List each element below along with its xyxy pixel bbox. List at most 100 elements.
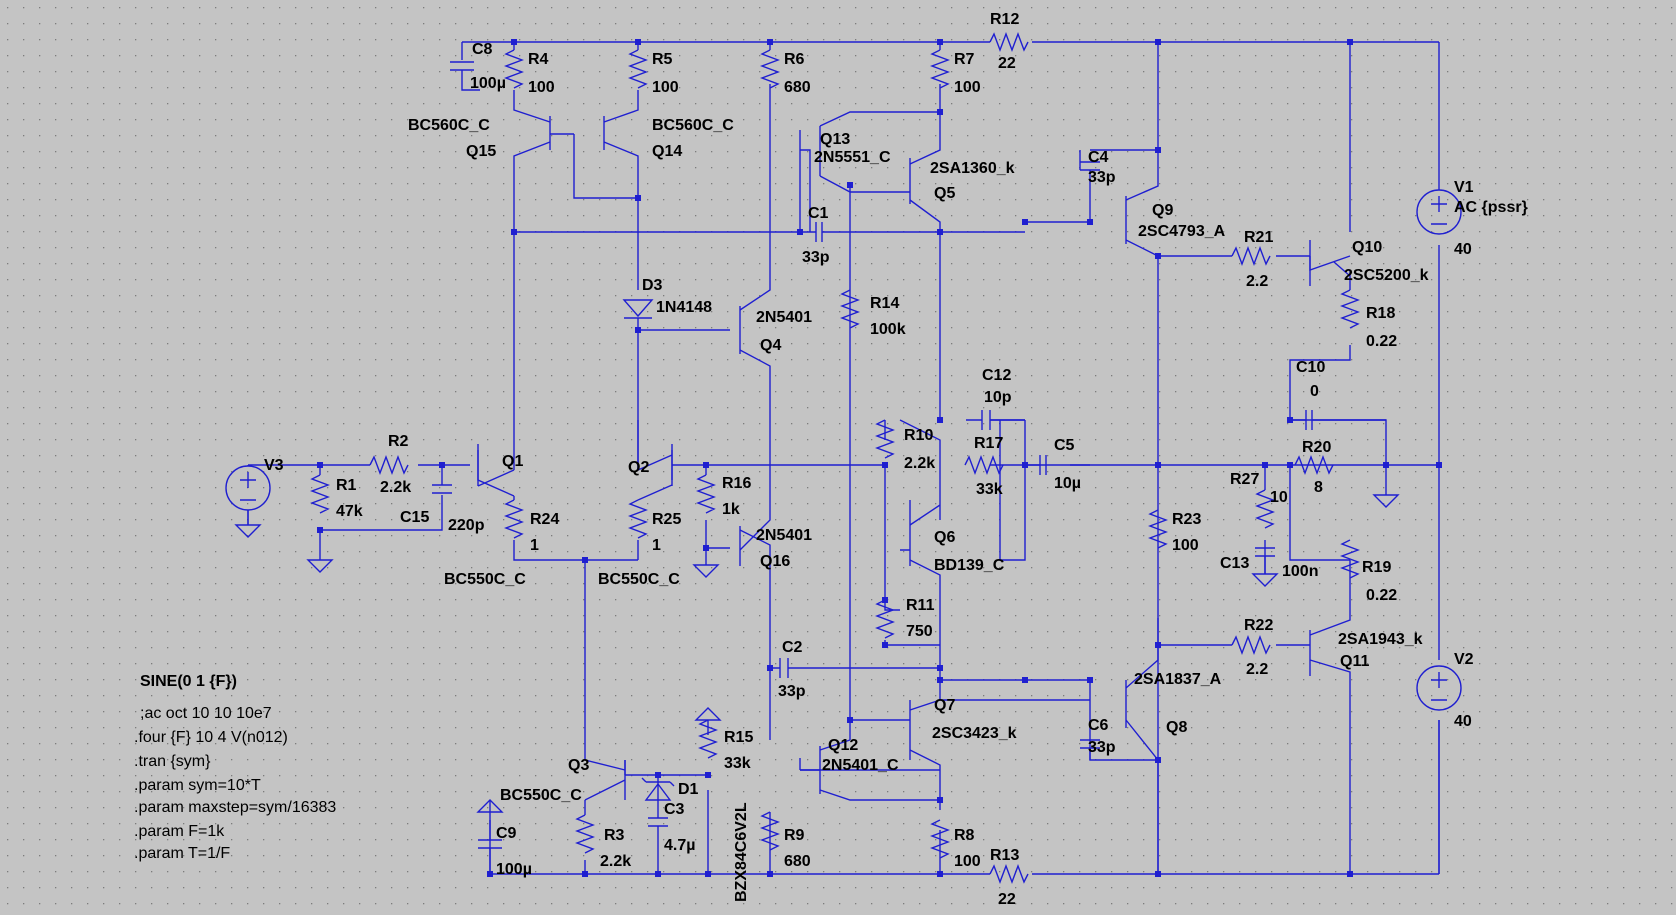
v1-dc: 40 [1454,241,1472,258]
source-V1-symbol [1416,189,1462,235]
r13-value: 22 [998,891,1016,908]
resistor-R10-symbol [875,419,895,459]
r1-value: 47k [336,503,363,520]
r24-name: R24 [530,511,559,528]
v1-name: V1 [1454,179,1474,196]
capacitor-C2-symbol [779,658,800,678]
v3-name: V3 [264,457,284,474]
r15-name: R15 [724,729,753,746]
resistor-R8-symbol [930,819,950,859]
transistor-Q6-symbol [900,500,911,566]
resistor-R22-symbol [1231,635,1271,655]
resistor-R15-symbol [698,719,718,759]
r10-value: 2.2k [904,455,935,472]
r4-name: R4 [528,51,549,68]
r21-name: R21 [1244,229,1273,246]
directive-line-6: .param maxstep=sym/16383 [134,799,336,816]
resistor-R6-symbol [760,49,780,89]
resistor-R17-symbol [964,455,1004,475]
r15-value: 33k [724,755,751,772]
c3-value: 4.7µ [664,837,695,854]
v1-value: AC {pssr} [1454,199,1528,216]
directive-line-8: .param T=1/F [134,845,230,862]
r7-value: 100 [954,79,981,96]
q14-model: BC560C_C [652,117,734,134]
ground-r16-symbol [692,564,720,578]
resistor-R20-symbol [1294,455,1334,475]
r5-value: 100 [652,79,679,96]
resistor-R1-symbol [310,474,330,514]
r5-name: R5 [652,51,673,68]
d1-model: BZX84C6V2L [733,802,750,902]
resistor-R25-symbol [628,499,648,539]
resistor-R5-symbol [628,49,648,89]
q6-model: BD139_C [934,557,1005,574]
q9-name: Q9 [1152,202,1173,219]
resistor-R4-symbol [504,49,524,89]
capacitor-C3-symbol [648,817,668,850]
capacitor-C13-symbol [1255,547,1275,574]
directive-line-4: .tran {sym} [134,753,211,770]
r11-value: 750 [906,623,933,640]
c15-name: C15 [400,509,429,526]
r19-name: R19 [1362,559,1391,576]
capacitor-C15-symbol [432,484,452,494]
q5-model: 2SA1360_k [930,160,1015,177]
c4-name: C4 [1088,149,1109,166]
r25-name: R25 [652,511,681,528]
q16-model: 2N5401 [756,527,812,544]
resistor-R13-symbol [989,864,1029,884]
r22-value: 2.2 [1246,661,1268,678]
junctions [317,39,1442,877]
diode-D1-symbol [641,777,675,801]
resistor-R3-symbol [575,814,595,854]
c15-value: 220p [448,517,485,534]
r10-name: R10 [904,427,933,444]
transistor-Q12-symbol [800,746,821,794]
spice-directives[interactable]: SINE(0 1 {F}) ;ac oct 10 10 10e7 .four {… [134,673,336,862]
source-V2-symbol [1416,665,1462,711]
c3-name: C3 [664,801,685,818]
c8-name: C8 [472,41,493,58]
q6-name: Q6 [934,529,955,546]
r2-name: R2 [388,433,409,450]
capacitor-C6-symbol [1080,739,1158,761]
wires [247,41,1440,875]
resistor-R16-symbol [696,474,716,514]
r20-value: 8 [1314,479,1323,496]
capacitor-C12-symbol [966,410,1025,430]
r8-name: R8 [954,827,975,844]
directive-line-1: SINE(0 1 {F}) [140,673,237,690]
q5-name: Q5 [934,185,955,202]
q11-model: 2SA1943_k [1338,631,1423,648]
q11-name: Q11 [1340,653,1369,670]
ground-c9-symbol [476,799,504,813]
r1-name: R1 [336,477,357,494]
q7-model: 2SC3423_k [932,725,1017,742]
directive-line-2: ;ac oct 10 10 10e7 [140,705,272,722]
resistor-R7-symbol [930,49,950,89]
r17-name: R17 [974,435,1003,452]
ground-r15-symbol [694,707,722,721]
r3-value: 2.2k [600,853,631,870]
q3-name: Q3 [568,757,589,774]
r18-name: R18 [1366,305,1395,322]
resistor-R21-symbol [1231,246,1271,266]
r9-value: 680 [784,853,811,870]
q2-model: BC550C_C [598,571,680,588]
transistor-Q13-symbol [799,126,821,232]
v2-name: V2 [1454,651,1474,668]
directive-line-7: .param F=1k [134,823,225,840]
c10-value: 0 [1310,383,1319,400]
r17-value: 33k [976,481,1003,498]
resistor-R11-symbol [875,599,895,639]
c13-name: C13 [1220,555,1249,572]
capacitor-C1-symbol [810,222,830,242]
q7-name: Q7 [934,697,955,714]
resistor-R18-symbol [1340,289,1360,329]
q3-model: BC550C_C [500,787,582,804]
r2-value: 2.2k [380,479,411,496]
q1-name: Q1 [502,453,523,470]
r18-value: 0.22 [1366,333,1397,350]
